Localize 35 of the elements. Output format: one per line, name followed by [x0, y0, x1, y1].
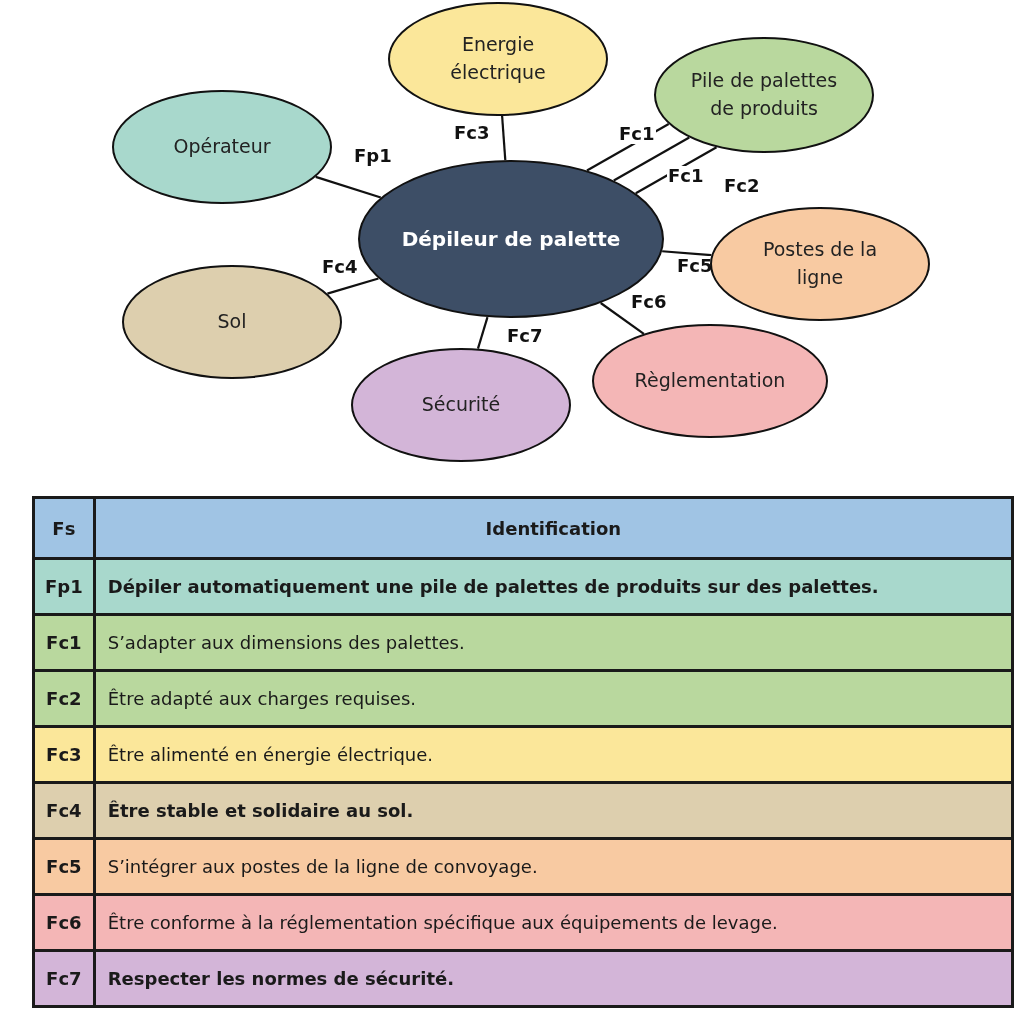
column-header: Identification — [94, 497, 1013, 559]
node-label: Opérateur — [172, 134, 272, 160]
function-code: Fc2 — [33, 670, 95, 727]
node-label: Dépileur de palette — [400, 225, 622, 253]
node-label: Règlementation — [633, 368, 787, 394]
column-header: Fs — [33, 497, 95, 559]
connector-line — [662, 250, 712, 257]
connector-line — [635, 146, 718, 195]
function-code: Fc7 — [33, 950, 95, 1007]
function-code: Fc1 — [33, 614, 95, 671]
function-description: S’adapter aux dimensions des palettes. — [94, 614, 1013, 671]
function-description: Respecter les normes de sécurité. — [94, 950, 1013, 1007]
node-label: Energie électrique — [449, 32, 547, 85]
connector-line — [476, 316, 489, 349]
function-description: S’intégrer aux postes de la ligne de convoyage. — [94, 838, 1013, 895]
connector-line — [327, 277, 379, 295]
function-description: Être conforme à la réglementation spécifique aux équipements de levage. — [94, 894, 1013, 951]
function-code: Fc4 — [33, 782, 95, 839]
function-description: Être alimenté en énergie électrique. — [94, 726, 1013, 783]
connector-line — [600, 302, 645, 335]
function-code: Fc5 — [33, 838, 95, 895]
function-description: Être stable et solidaire au sol. — [94, 782, 1013, 839]
function-description: Être adapté aux charges requises. — [94, 670, 1013, 727]
edge-label: Fc1 — [618, 124, 656, 144]
node-label: Postes de la ligne — [761, 237, 879, 290]
connector-line — [501, 115, 507, 161]
node-label: Sécurité — [420, 392, 502, 418]
connector-line — [315, 175, 382, 199]
function-code: Fc6 — [33, 894, 95, 951]
node-label: Sol — [216, 309, 248, 335]
connector-line — [613, 136, 690, 182]
function-code: Fc3 — [33, 726, 95, 783]
function-description: Dépiler automatiquement une pile de palettes de produits sur des palettes. — [94, 558, 1013, 615]
node-label: Pile de palettes de produits — [689, 68, 839, 121]
function-code: Fp1 — [33, 558, 95, 615]
